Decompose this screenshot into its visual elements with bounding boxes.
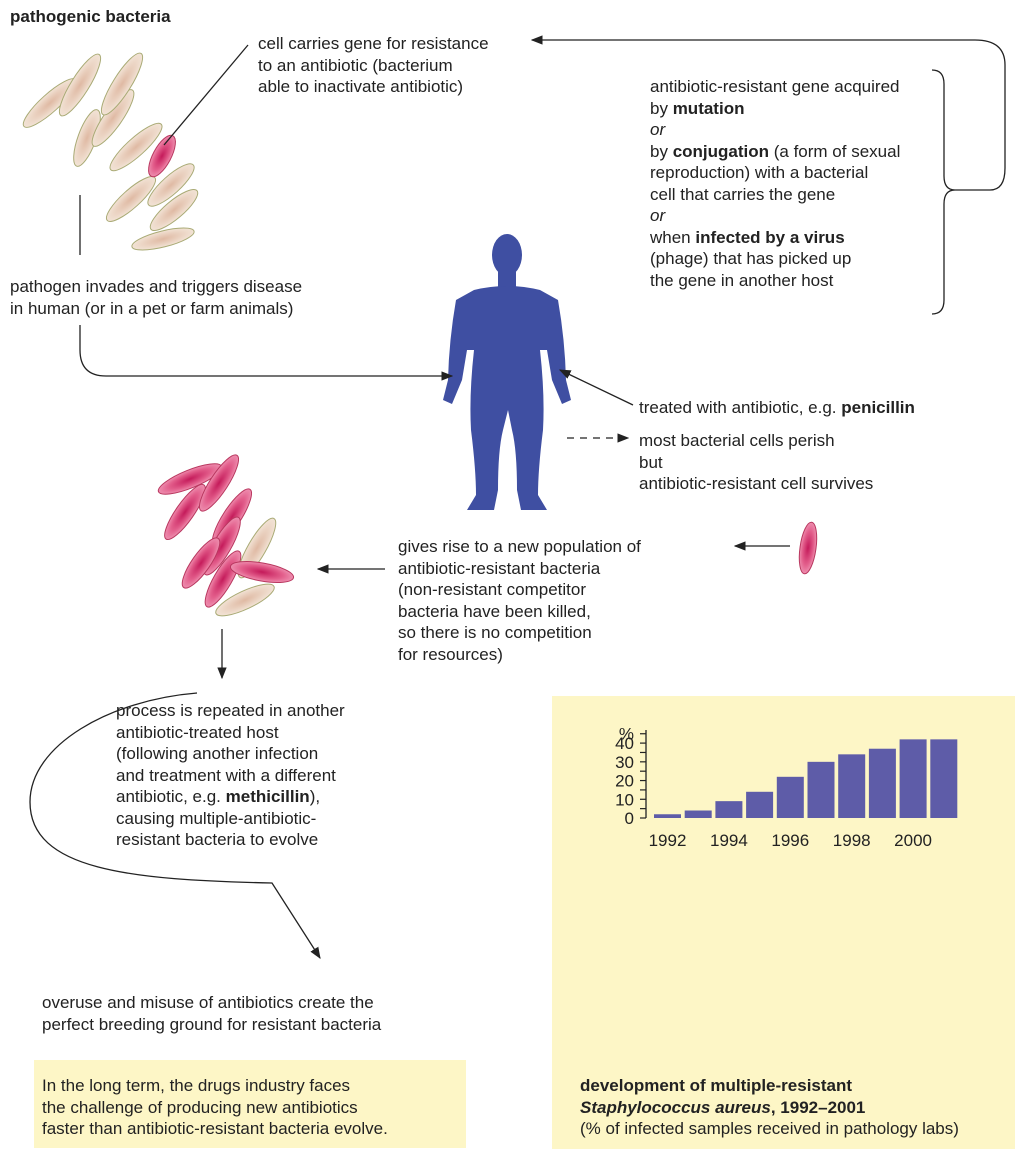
long-term-note: In the long term, the drugs industry fac… — [42, 1076, 388, 1138]
chart-bar-1994 — [715, 801, 743, 818]
chart-bar-1999 — [868, 748, 896, 818]
chart-caption: development of multiple-resistant Staphy… — [580, 1076, 959, 1138]
chart-y-tick-label: 30 — [615, 753, 634, 772]
chart-x-tick-label: 1992 — [649, 831, 687, 850]
chart-y-tick-label: 0 — [625, 809, 634, 828]
new-population-label: gives rise to a new population of antibi… — [398, 537, 641, 664]
human-figure — [443, 234, 571, 510]
chart-bar-1996 — [776, 776, 804, 818]
chart-y-tick-label: 10 — [615, 790, 634, 809]
chart-y-tick-label: 40 — [615, 734, 634, 753]
acquisition-label: antibiotic-resistant gene acquired by mu… — [650, 77, 901, 290]
repeat-label: process is repeated in another antibioti… — [116, 701, 345, 849]
invasion-label: pathogen invades and triggers disease in… — [10, 277, 303, 318]
treatment-label: treated with antibiotic, e.g. penicillin — [639, 398, 915, 417]
chart-x-tick-label: 1998 — [833, 831, 871, 850]
acquisition-bracket — [931, 69, 956, 315]
chart-bar-1995 — [746, 791, 774, 818]
chart-y-axis-label: % — [619, 725, 634, 744]
chart-bar-1998 — [838, 754, 866, 818]
gene-pointer-line — [163, 44, 249, 146]
chart-bar-1993 — [684, 810, 712, 818]
gene-carrier-label: cell carries gene for resistance to an a… — [258, 34, 489, 96]
treatment-arrow — [558, 369, 634, 406]
chart-bar-2001 — [930, 739, 958, 818]
bacteria-cluster-resistant — [157, 454, 295, 617]
overuse-label: overuse and misuse of antibiotics create… — [42, 993, 382, 1034]
repeat-loop — [29, 692, 321, 959]
survival-label: most bacterial cells perish but antibiot… — [639, 431, 874, 493]
chart-bar-1997 — [807, 761, 835, 818]
acquisition-return-arrow — [530, 35, 1006, 191]
surviving-resistant-cell — [798, 521, 818, 575]
long-term-note-background — [34, 1060, 466, 1148]
chart-bar-1992 — [654, 814, 681, 818]
chart-x-tick-label: 1996 — [771, 831, 809, 850]
invasion-arrow — [79, 325, 454, 381]
chart-x-tick-label: 1994 — [710, 831, 748, 850]
bacteria-cluster-original — [22, 52, 199, 251]
chart-bar-2000 — [899, 739, 927, 818]
chart-y-tick-label: 20 — [615, 772, 634, 791]
diagram-title: pathogenic bacteria — [10, 7, 171, 26]
chart-x-tick-label: 2000 — [894, 831, 932, 850]
